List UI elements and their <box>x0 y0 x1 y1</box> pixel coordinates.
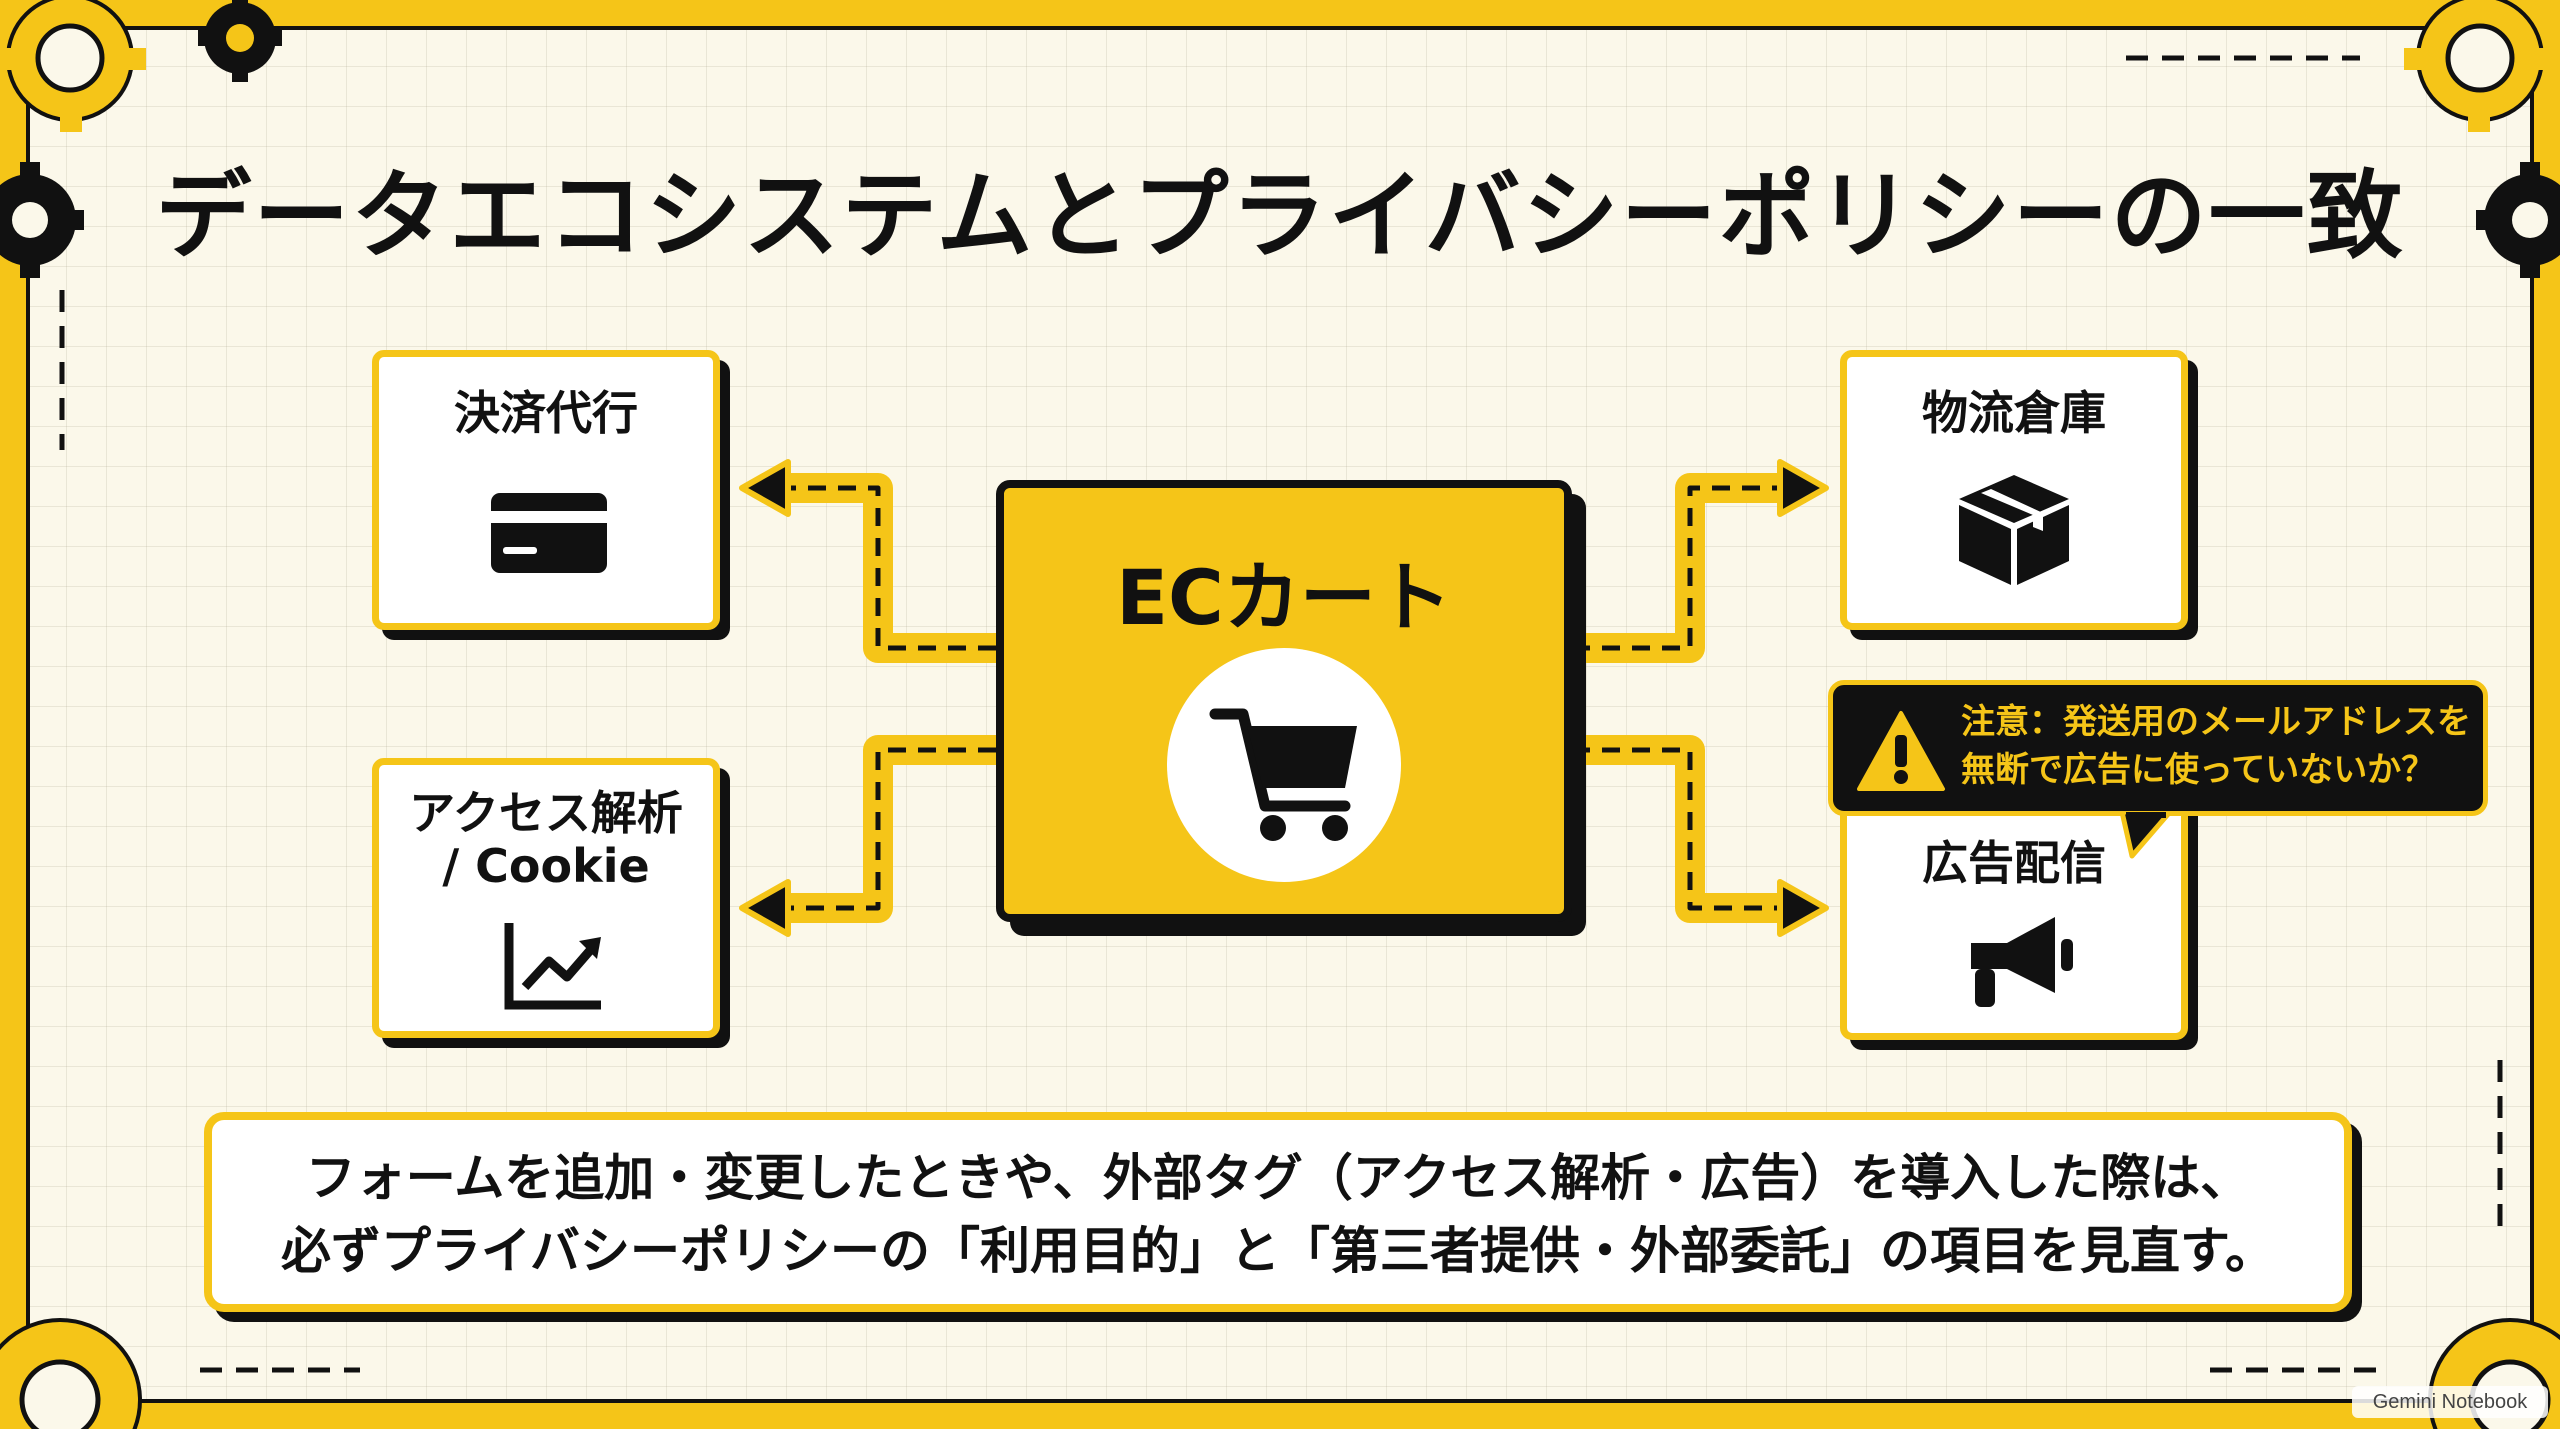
megaphone-icon <box>1971 917 2073 1007</box>
gear-icon <box>198 0 282 82</box>
warning-triangle-icon <box>1857 711 1945 791</box>
gear-icon <box>0 1318 142 1429</box>
hub-label: ECカート <box>1116 553 1452 642</box>
arrow-right-icon <box>1777 459 1829 517</box>
node-label: 決済代行 <box>454 386 638 440</box>
node-label: 物流倉庫 <box>1922 386 2106 440</box>
node-label-line1: アクセス解析 <box>409 786 683 840</box>
page-title: データエコシステムとプライバシーポリシーの一致 <box>155 160 2405 272</box>
warning-line: 注意：発送用のメールアドレスを <box>1961 702 2471 742</box>
note-line: 必ずプライバシーポリシーの「利用目的」と「第三者提供・外部委託」の項目を見直す。 <box>281 1221 2275 1280</box>
warning-callout: 注意：発送用のメールアドレスを 無断で広告に使っていないか？ <box>1828 680 2488 816</box>
gear-icon <box>2404 0 2556 132</box>
gear-icon <box>0 0 146 132</box>
node-label-line2: / Cookie <box>442 838 650 893</box>
cart-badge <box>1167 648 1401 882</box>
credit-badge: Gemini Notebook <box>2352 1386 2548 1418</box>
gear-icon <box>0 162 84 278</box>
node-analytics: アクセス解析 / Cookie <box>372 758 720 1038</box>
gear-icon <box>2476 162 2560 278</box>
warning-text: 注意：発送用のメールアドレスを 無断で広告に使っていないか？ <box>1961 699 2481 794</box>
line-chart-icon <box>504 923 601 1010</box>
guidance-note: フォームを追加・変更したときや、外部タグ（アクセス解析・広告）を導入した際は、 … <box>204 1112 2352 1312</box>
arrow-right-icon <box>1777 879 1829 937</box>
arrow-left-icon <box>739 459 791 517</box>
node-label: 広告配信 <box>1922 836 2106 890</box>
node-payment: 決済代行 <box>372 350 720 630</box>
arrow-left-icon <box>739 879 791 937</box>
shopping-cart-icon <box>1209 708 1357 841</box>
ec-cart-hub: ECカート <box>996 480 1572 922</box>
package-box-icon <box>1959 475 2069 585</box>
credit-card-icon <box>491 493 607 573</box>
callout-tail <box>2119 812 2173 859</box>
node-logistics: 物流倉庫 <box>1840 350 2188 630</box>
warning-line: 無断で広告に使っていないか？ <box>1961 749 2436 790</box>
note-line: フォームを追加・変更したときや、外部タグ（アクセス解析・広告）を導入した際は、 <box>305 1149 2251 1207</box>
